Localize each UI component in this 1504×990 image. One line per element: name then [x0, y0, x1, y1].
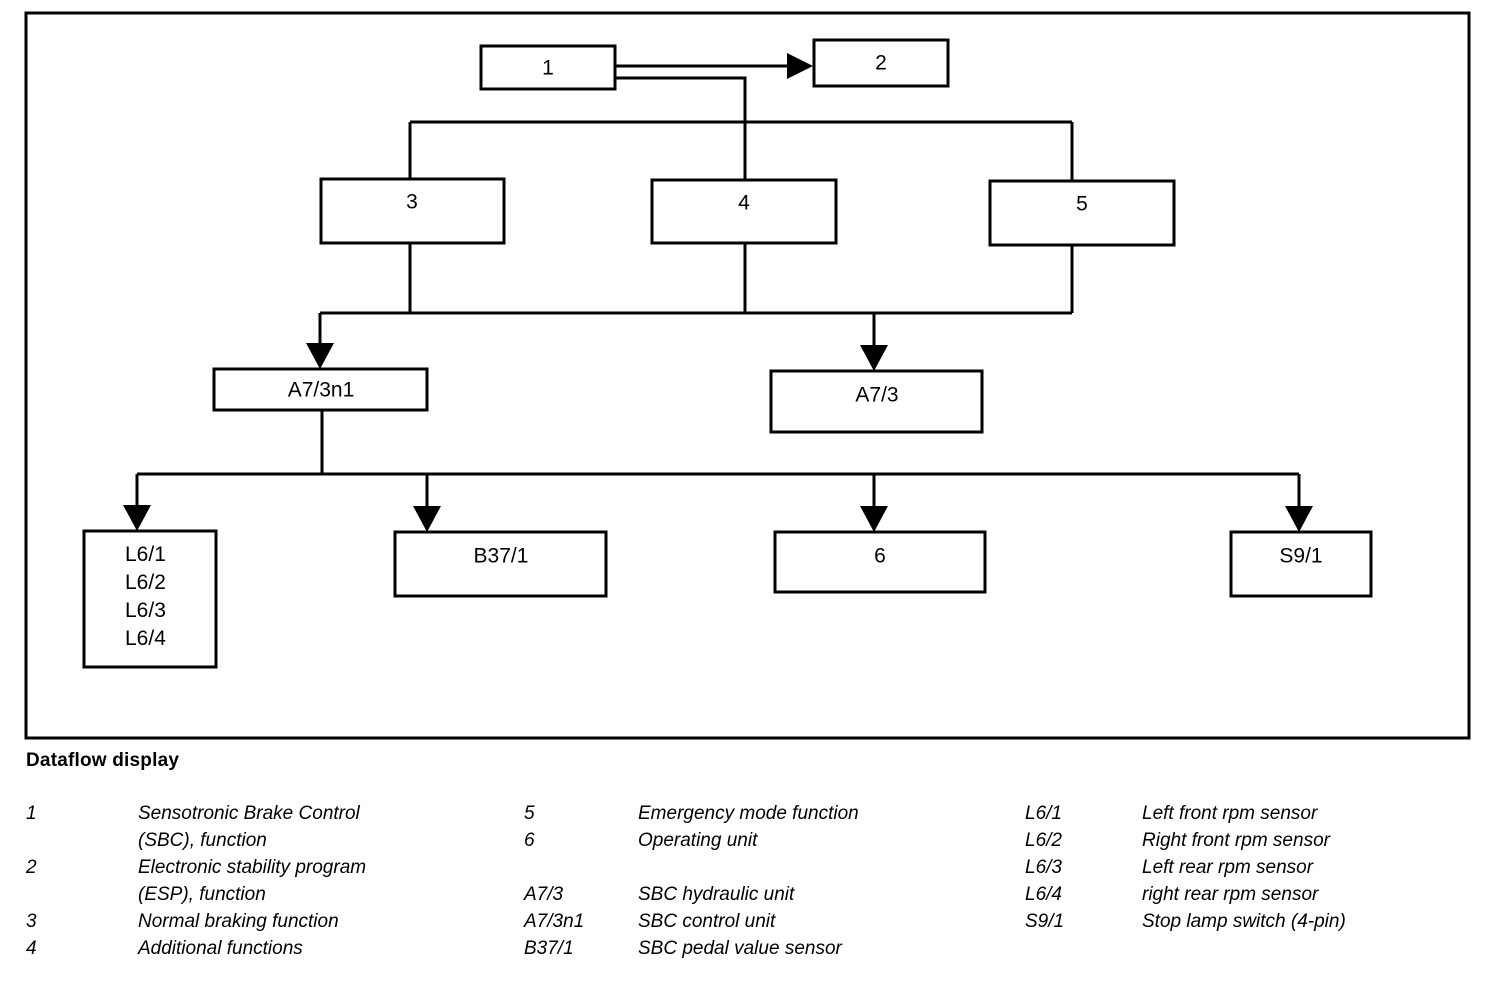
legend-value: SBC hydraulic unit	[638, 884, 795, 905]
arrow-head-to-a73n1	[306, 343, 334, 369]
legend-row: L6/2 Right front rpm sensor	[1025, 827, 1495, 854]
arrow-head-to-b371	[413, 506, 441, 532]
legend-row: L6/1 Left front rpm sensor	[1025, 800, 1495, 827]
legend-key: 1	[26, 803, 37, 824]
legend-row: 5 Emergency mode function	[524, 800, 1014, 827]
legend-value: right rear rpm sensor	[1142, 884, 1319, 905]
legend-key: 4	[26, 938, 37, 959]
node-box-3[interactable]: 3	[319, 177, 506, 245]
legend-value: SBC pedal value sensor	[638, 938, 842, 959]
node-box-2[interactable]: 2	[812, 38, 950, 88]
node-box-6[interactable]: 6	[773, 530, 987, 594]
node-box-a73n1[interactable]: A7/3n1	[212, 367, 429, 412]
legend-key: L6/4	[1025, 884, 1062, 905]
node-box-1[interactable]: 1	[479, 44, 617, 91]
legend-key: 3	[26, 911, 37, 932]
legend-spacer	[524, 854, 1014, 881]
node-label-s91: S9/1	[1279, 545, 1322, 568]
legend-row: L6/4 right rear rpm sensor	[1025, 881, 1495, 908]
legend: Dataflow display 1 Sensotronic Brake Cont…	[0, 742, 1504, 990]
legend-value: Electronic stability program	[138, 857, 367, 878]
legend-row: 2 Electronic stability program	[26, 854, 506, 881]
legend-value: Right front rpm sensor	[1142, 830, 1330, 851]
legend-row: A7/3n1 SBC control unit	[524, 908, 1014, 935]
arrow-head-to-a73	[860, 345, 888, 371]
legend-key: 6	[524, 830, 535, 851]
node-label-a73n1: A7/3n1	[288, 379, 355, 402]
legend-value: SBC control unit	[638, 911, 776, 932]
node-label-l6-4: L6/4	[125, 627, 166, 650]
legend-column-1: 1 Sensotronic Brake Control (SBC), functio…	[26, 800, 506, 962]
legend-value: Stop lamp switch (4-pin)	[1142, 911, 1346, 932]
node-label-l6-3: L6/3	[125, 599, 166, 622]
legend-key: L6/3	[1025, 857, 1062, 878]
node-label-5: 5	[1076, 193, 1088, 216]
legend-value-continuation: (SBC), function	[138, 830, 267, 851]
node-label-l6-1: L6/1	[125, 543, 166, 566]
legend-row: 1 Sensotronic Brake Control	[26, 800, 506, 827]
legend-title: Dataflow display	[26, 750, 180, 771]
dataflow-diagram: 1 2 3 4 5 A7/3n1 A7/3 L6/1	[24, 11, 1471, 740]
legend-value: Emergency mode function	[638, 803, 859, 824]
node-label-1: 1	[542, 57, 554, 80]
legend-key: S9/1	[1025, 911, 1065, 932]
node-box-4[interactable]: 4	[650, 178, 838, 245]
legend-row: B37/1 SBC pedal value sensor	[524, 935, 1014, 962]
node-label-l6-2: L6/2	[125, 571, 166, 594]
legend-value-continuation: (ESP), function	[138, 884, 266, 905]
arrow-head-to-s91	[1285, 506, 1313, 532]
node-label-b371: B37/1	[474, 545, 529, 568]
legend-key: 2	[26, 857, 37, 878]
legend-value: Normal braking function	[138, 911, 339, 932]
legend-row: S9/1 Stop lamp switch (4-pin)	[1025, 908, 1495, 935]
node-label-3: 3	[406, 191, 418, 214]
legend-key: B37/1	[524, 938, 574, 959]
legend-value: Left rear rpm sensor	[1142, 857, 1314, 878]
legend-row: A7/3 SBC hydraulic unit	[524, 881, 1014, 908]
node-label-4: 4	[738, 192, 750, 215]
legend-row: 3 Normal braking function	[26, 908, 506, 935]
legend-row: 4 Additional functions	[26, 935, 506, 962]
arrow-head-to-6	[860, 506, 888, 532]
node-box-b371[interactable]: B37/1	[393, 530, 608, 598]
node-label-a73: A7/3	[855, 384, 898, 407]
legend-key: L6/1	[1025, 803, 1062, 824]
node-label-2: 2	[875, 52, 887, 75]
legend-row: L6/3 Left rear rpm sensor	[1025, 854, 1495, 881]
legend-key: A7/3n1	[524, 911, 585, 932]
legend-value: Additional functions	[138, 938, 303, 959]
arrow-head-to-2	[787, 53, 813, 79]
legend-value: Left front rpm sensor	[1142, 803, 1318, 824]
node-box-l6[interactable]: L6/1 L6/2 L6/3 L6/4	[82, 529, 218, 669]
node-box-5[interactable]: 5	[988, 179, 1176, 247]
legend-key: 5	[524, 803, 535, 824]
connector-1-to-bus	[615, 76, 747, 180]
legend-row: 6 Operating unit	[524, 827, 1014, 854]
legend-key: L6/2	[1025, 830, 1062, 851]
legend-value: Operating unit	[638, 830, 758, 851]
node-label-6: 6	[874, 545, 886, 568]
node-box-s91[interactable]: S9/1	[1229, 530, 1373, 598]
diagram-frame	[24, 11, 1471, 740]
arrow-head-to-l6	[123, 505, 151, 531]
legend-value: Sensotronic Brake Control	[138, 803, 360, 824]
legend-key: A7/3	[524, 884, 564, 905]
node-box-a73[interactable]: A7/3	[769, 369, 984, 434]
